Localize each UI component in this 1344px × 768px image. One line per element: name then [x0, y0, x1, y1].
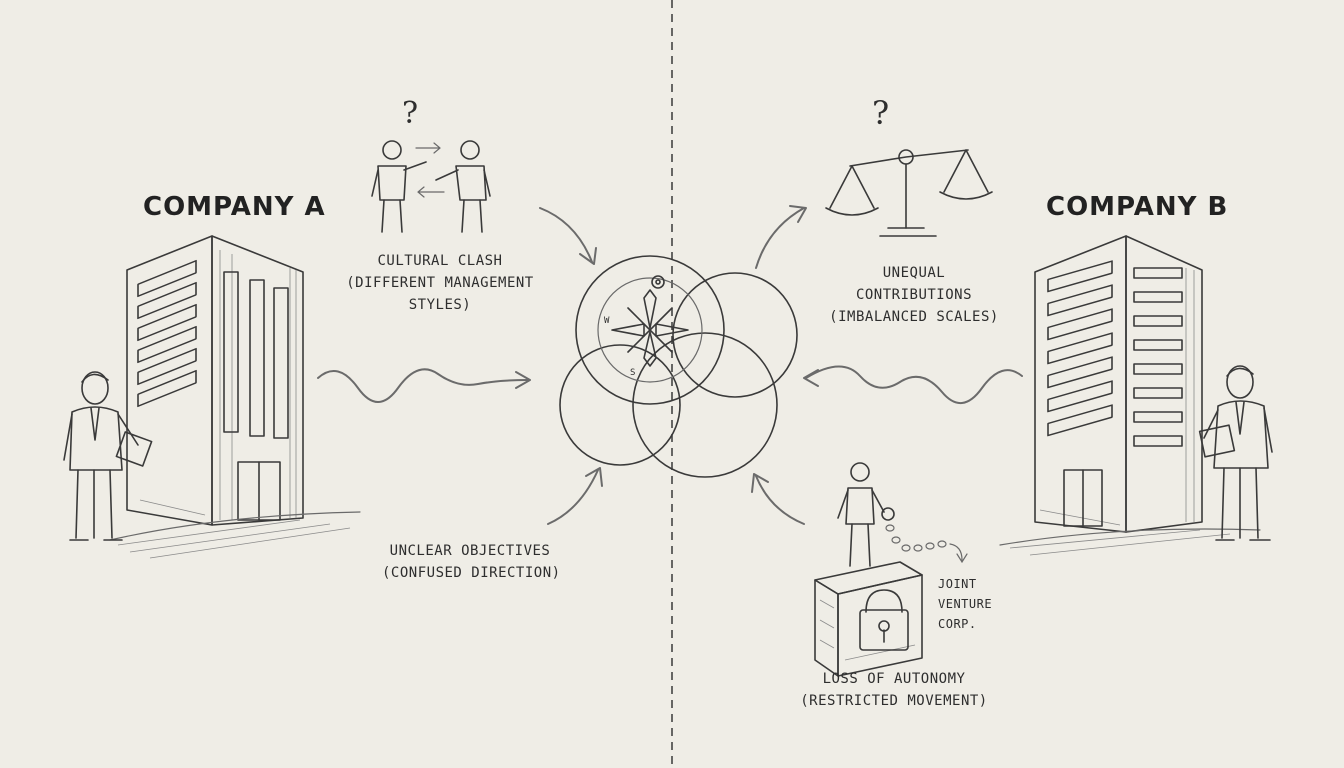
- wavy-arrow-right: [803, 365, 1023, 404]
- wavy-arrow-left: [317, 368, 531, 403]
- question-mark-scales: ?: [872, 94, 890, 132]
- cultural-clash-label: CULTURAL CLASH (DIFFERENT MANAGEMENT STY…: [336, 250, 544, 316]
- chain-icon: [885, 524, 968, 564]
- imbalanced-scales-icon: [825, 149, 993, 237]
- company-a-building-icon: [109, 235, 361, 559]
- compass-north-label: W: [604, 316, 610, 326]
- box-line1: JOINT: [938, 577, 977, 591]
- company-b-building-icon: [999, 235, 1261, 556]
- unclear-objectives-label: UNCLEAR OBJECTIVES (CONFUSED DIRECTION): [382, 540, 561, 584]
- company-a-title: COMPANY A: [143, 192, 326, 222]
- compass-icon: [611, 275, 689, 367]
- unclear-line1: UNCLEAR OBJECTIVES: [389, 543, 551, 559]
- locked-box-icon: [814, 561, 923, 677]
- unclear-line2: (CONFUSED DIRECTION): [382, 565, 561, 581]
- box-line3: CORP.: [938, 617, 977, 631]
- company-b-title: COMPANY B: [1046, 192, 1229, 222]
- unequal-contributions-label: UNEQUAL CONTRIBUTIONS (IMBALANCED SCALES…: [824, 262, 1004, 328]
- joint-venture-box-label: JOINT VENTURE CORP.: [938, 574, 1008, 634]
- loss-of-autonomy-label: LOSS OF AUTONOMY (RESTRICTED MOVEMENT): [794, 668, 994, 712]
- question-mark-cultural: ?: [402, 96, 419, 131]
- compass-south-label: S: [630, 368, 636, 378]
- overlapping-circles: [559, 255, 798, 478]
- cultural-clash-icon: [371, 140, 491, 233]
- cultural-clash-line2: (DIFFERENT MANAGEMENT: [346, 275, 534, 291]
- unequal-line3: (IMBALANCED SCALES): [829, 309, 999, 325]
- arrow-unclear-to-center: [547, 467, 603, 525]
- company-b-person-icon: [1198, 365, 1273, 541]
- autonomy-line2: (RESTRICTED MOVEMENT): [800, 693, 988, 709]
- cultural-clash-line3: STYLES): [408, 297, 472, 313]
- restricted-person-icon: [837, 462, 895, 567]
- arrow-cultural-to-center: [539, 207, 597, 265]
- autonomy-line1: LOSS OF AUTONOMY: [822, 671, 966, 687]
- box-line2: VENTURE: [938, 597, 993, 611]
- cultural-clash-line1: CULTURAL CLASH: [377, 253, 503, 269]
- arrow-autonomy-to-center: [751, 473, 805, 525]
- company-a-person-icon: [63, 371, 153, 541]
- unequal-line2: CONTRIBUTIONS: [855, 287, 973, 303]
- arrow-center-to-scales: [755, 205, 807, 269]
- unequal-line1: UNEQUAL: [882, 265, 946, 281]
